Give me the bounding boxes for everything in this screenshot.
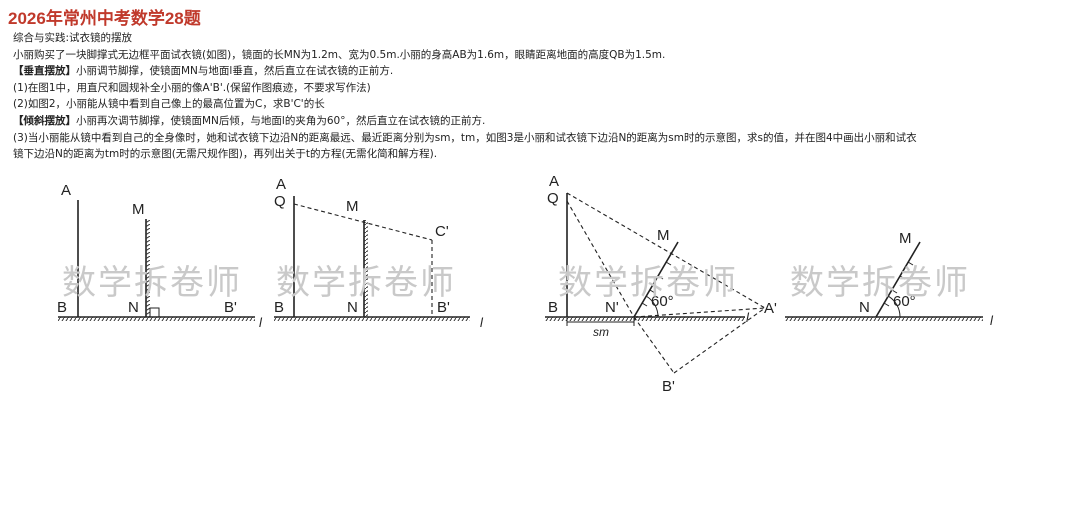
mirror-MN — [875, 241, 921, 318]
label-angle: 60° — [893, 293, 916, 310]
mirror-hatch — [146, 219, 150, 317]
mirror-hatch-3 — [657, 275, 664, 280]
ground-hatch — [58, 317, 255, 321]
label-M: M — [132, 201, 145, 218]
ground-hatch — [274, 317, 470, 321]
sight-line-QC — [293, 203, 433, 241]
mirror-hatch-2 — [891, 289, 898, 294]
section1: 【垂直摆放】小丽调节脚撑，使镜面MN与地面l垂直，然后直立在试衣镜的正前方. — [13, 63, 1063, 80]
watermark: 数学拆卷师 — [62, 263, 242, 303]
question-3-line1: (3)当小丽能从镜中看到自己的全身像时，她和试衣镜下边沿N的距离最远、最近距离分… — [13, 131, 917, 144]
dashed-line-1 — [566, 200, 635, 318]
question-3-line2: 镜下边沿N的距离为tm时的示意图(无需尺规作图)，再列出关于t的方程(无需化简和… — [13, 148, 438, 161]
label-N: N — [347, 299, 358, 316]
label-M: M — [346, 198, 359, 215]
label-l: l — [259, 315, 263, 330]
mirror-hatch-4 — [665, 261, 672, 266]
label-M: M — [657, 227, 670, 244]
label-Q: Q — [274, 193, 286, 210]
mirror-hatch-4 — [907, 261, 914, 266]
figure-2: A Q M C' B N B' l — [274, 176, 484, 330]
label-A: A — [549, 173, 559, 190]
section1-text: 小丽调节脚撑，使镜面MN与地面l垂直，然后直立在试衣镜的正前方. — [76, 65, 394, 78]
section1-tag: 【垂直摆放】 — [13, 65, 76, 78]
watermark: 数学拆卷师 — [790, 263, 970, 303]
label-l: l — [990, 313, 994, 328]
mirror-hatch-1 — [883, 302, 890, 307]
label-N: N — [859, 299, 870, 316]
figure-3: A Q M 60° B N' A' l sm B' — [545, 173, 777, 395]
mirror-hatch-1 — [641, 302, 648, 307]
label-A-prime: A' — [764, 300, 777, 317]
label-Q: Q — [547, 190, 559, 207]
label-A: A — [276, 176, 286, 193]
ground-hatch — [545, 317, 745, 321]
label-angle: 60° — [651, 293, 674, 310]
label-C-prime: C' — [435, 223, 449, 240]
problem-intro: 小丽购买了一块脚撑式无边框平面试衣镜(如图)，镜面的长MN为1.2m、宽为0.5… — [13, 48, 666, 61]
section2: 【倾斜摆放】小丽再次调节脚撑，使镜面MN后倾，与地面l的夹角为60°，然后直立在… — [13, 113, 1063, 130]
dashed-line-4 — [633, 316, 675, 374]
label-B: B — [548, 299, 558, 316]
figure-1: A M B N B' l — [57, 182, 263, 330]
question-1: (1)在图1中，用直尺和圆规补全小丽的像A'B'.(保留作图痕迹，不要求写作法) — [13, 81, 371, 94]
label-M: M — [899, 230, 912, 247]
label-B: B — [57, 299, 67, 316]
figure-4: M N 60° l — [785, 230, 994, 328]
section2-text: 小丽再次调节脚撑，使镜面MN后倾，与地面l的夹角为60°，然后直立在试衣镜的正前… — [76, 114, 486, 127]
angle-arc — [887, 295, 901, 318]
page-title: 2026年常州中考数学28题 — [8, 9, 201, 28]
label-B-prime: B' — [662, 378, 675, 395]
label-l: l — [480, 315, 484, 330]
section2-tag: 【倾斜摆放】 — [13, 114, 76, 127]
mirror-hatch — [364, 220, 368, 317]
right-angle-mark — [149, 307, 160, 318]
label-B: B — [274, 299, 284, 316]
watermark: 数学拆卷师 — [276, 263, 456, 303]
dashed-line-5 — [673, 307, 766, 374]
ground-hatch — [785, 317, 983, 321]
mirror-hatch-3 — [899, 275, 906, 280]
label-N-prime: N' — [605, 299, 619, 316]
label-l: l — [746, 310, 750, 325]
label-sm: sm — [593, 325, 609, 339]
dashed-line-3 — [633, 307, 766, 318]
label-B-prime: B' — [437, 299, 450, 316]
question-2: (2)如图2，小丽能从镜中看到自己像上的最高位置为C，求B'C'的长 — [13, 98, 325, 111]
label-N: N — [128, 299, 139, 316]
mirror-hatch-2 — [649, 289, 656, 294]
mirror-MN — [633, 241, 679, 318]
dashed-line-2 — [566, 192, 766, 309]
label-A: A — [61, 182, 71, 199]
problem-heading: 综合与实践:试衣镜的摆放 — [13, 32, 133, 44]
problem-text: 综合与实践:试衣镜的摆放 小丽购买了一块脚撑式无边框平面试衣镜(如图)，镜面的长… — [13, 30, 1063, 163]
watermark: 数学拆卷师 — [558, 263, 738, 303]
angle-arc — [645, 295, 659, 318]
label-B-prime: B' — [224, 299, 237, 316]
